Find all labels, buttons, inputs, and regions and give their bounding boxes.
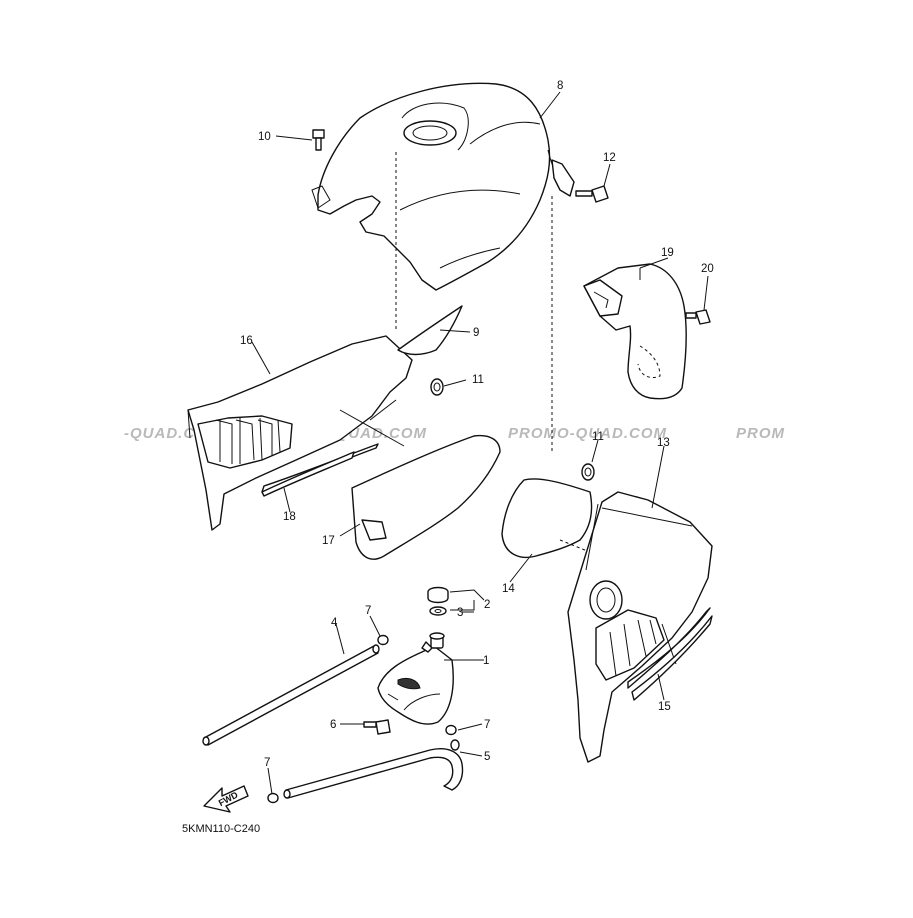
callout-17: 17 — [322, 535, 335, 547]
bolt-10 — [312, 129, 325, 151]
callout-11-right: 11 — [592, 431, 604, 443]
callout-7-right: 7 — [484, 719, 490, 731]
leader-lines — [251, 91, 709, 795]
callout-20: 20 — [701, 263, 714, 275]
air-duct — [583, 263, 687, 400]
hose-4 — [202, 644, 380, 746]
callout-18: 18 — [283, 511, 296, 523]
callout-2: 2 — [484, 599, 490, 611]
right-side-cover — [567, 491, 713, 763]
grommet-11-left — [430, 378, 444, 396]
clip-7-right — [445, 724, 457, 736]
bolt-6 — [363, 719, 391, 735]
callout-14: 14 — [502, 583, 515, 595]
strip-15 — [627, 607, 713, 701]
strip-18 — [261, 443, 379, 497]
callout-7-bottom: 7 — [264, 757, 270, 769]
callout-12: 12 — [603, 152, 616, 164]
panel-17 — [351, 434, 501, 560]
callout-13: 13 — [657, 437, 670, 449]
grommet-11-right — [581, 463, 595, 481]
callout-8: 8 — [557, 80, 563, 92]
cap-2 — [427, 586, 449, 604]
panel-14 — [501, 478, 645, 575]
callout-1: 1 — [483, 655, 489, 667]
watermark-text-3: PROMO-QUAD.COM — [508, 425, 667, 442]
clip-7-top — [377, 634, 389, 646]
callouts: 1 2 3 4 5 6 7 7 7 8 9 10 11 11 12 13 14 … — [240, 80, 714, 769]
reservoir-tank — [377, 632, 454, 725]
callout-7-top: 7 — [365, 605, 371, 617]
callout-4: 4 — [331, 617, 338, 629]
callout-3: 3 — [457, 607, 463, 619]
fuel-tank — [311, 82, 575, 452]
callout-9: 9 — [473, 327, 479, 339]
callout-5: 5 — [484, 751, 490, 763]
hose-5 — [283, 739, 464, 799]
callout-11-left: 11 — [472, 374, 484, 386]
forward-arrow-icon: FWD — [203, 785, 249, 813]
callout-15: 15 — [658, 701, 671, 713]
emblem-9 — [397, 305, 463, 356]
clip-7-bottom — [267, 792, 279, 804]
callout-16: 16 — [240, 335, 253, 347]
drawing-code: 5KMN110-C240 — [182, 823, 260, 835]
bolt-20 — [685, 309, 711, 325]
callout-19: 19 — [661, 247, 674, 259]
watermark-text-4: PROM — [736, 425, 785, 442]
bolt-12 — [575, 185, 609, 203]
washer-3 — [429, 606, 447, 616]
left-side-cover — [187, 335, 413, 531]
callout-10: 10 — [258, 131, 271, 143]
callout-6: 6 — [330, 719, 336, 731]
